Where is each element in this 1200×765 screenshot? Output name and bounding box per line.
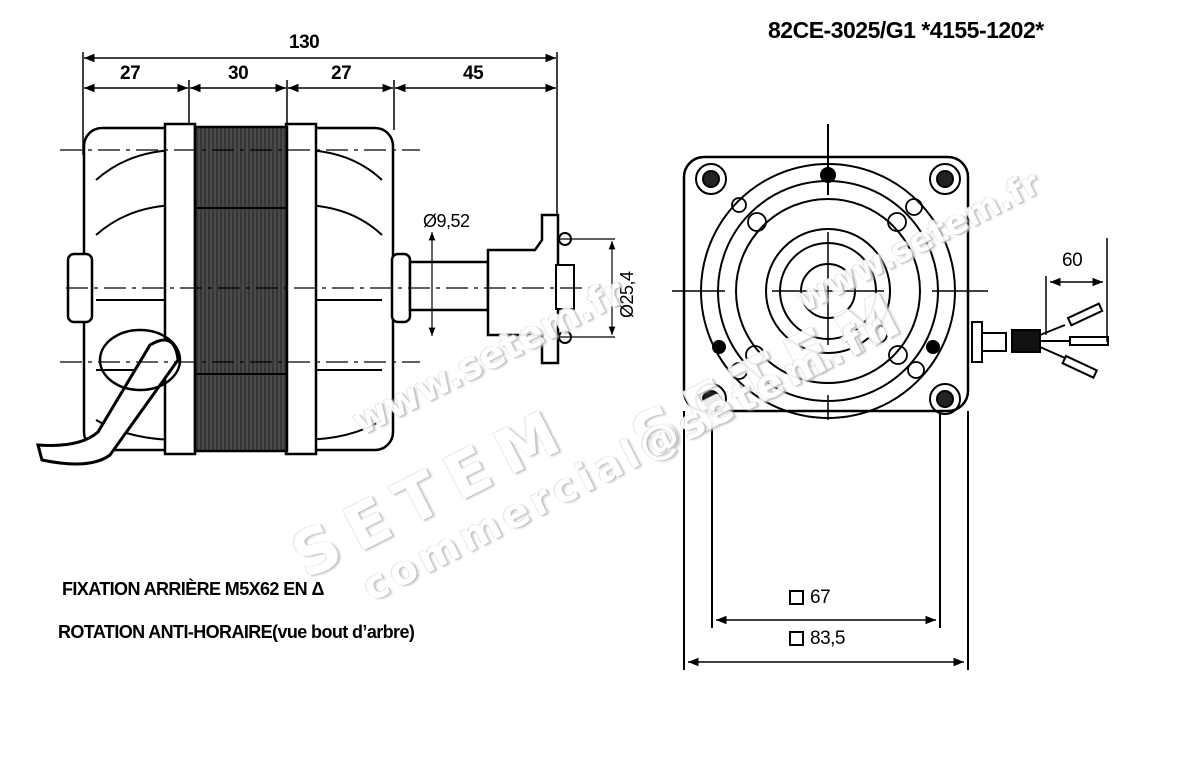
stator-laminations — [193, 125, 289, 453]
corner-bolts — [695, 163, 961, 415]
dim-segment-4: 45 — [463, 63, 484, 84]
dim-segment-1: 27 — [120, 63, 141, 84]
dim-overall-length: 130 — [289, 32, 320, 53]
front-view — [672, 124, 1109, 670]
square-symbol-icon — [789, 631, 804, 646]
dim-inner-square: 67 — [789, 587, 831, 609]
power-cable — [36, 338, 180, 466]
dim-outer-square: 83,5 — [789, 628, 845, 650]
square-symbol-icon — [789, 590, 804, 605]
side-view — [36, 52, 616, 466]
part-number-title: 82CE-3025/G1 *4155-1202* — [768, 17, 1044, 43]
motor-shaft — [408, 260, 490, 312]
dim-segment-3: 27 — [331, 63, 352, 84]
note-fixation: FIXATION ARRIÈRE M5X62 EN Δ — [62, 579, 324, 599]
dim-outer-square-value: 83,5 — [810, 628, 845, 649]
dim-lead-length: 60 — [1062, 250, 1083, 271]
note-rotation: ROTATION ANTI-HORAIRE(vue bout d’arbre) — [58, 622, 415, 642]
dim-shaft-diameter: Ø9,52 — [423, 211, 470, 231]
dim-inner-square-value: 67 — [810, 587, 831, 608]
dim-segment-2: 30 — [228, 63, 249, 84]
